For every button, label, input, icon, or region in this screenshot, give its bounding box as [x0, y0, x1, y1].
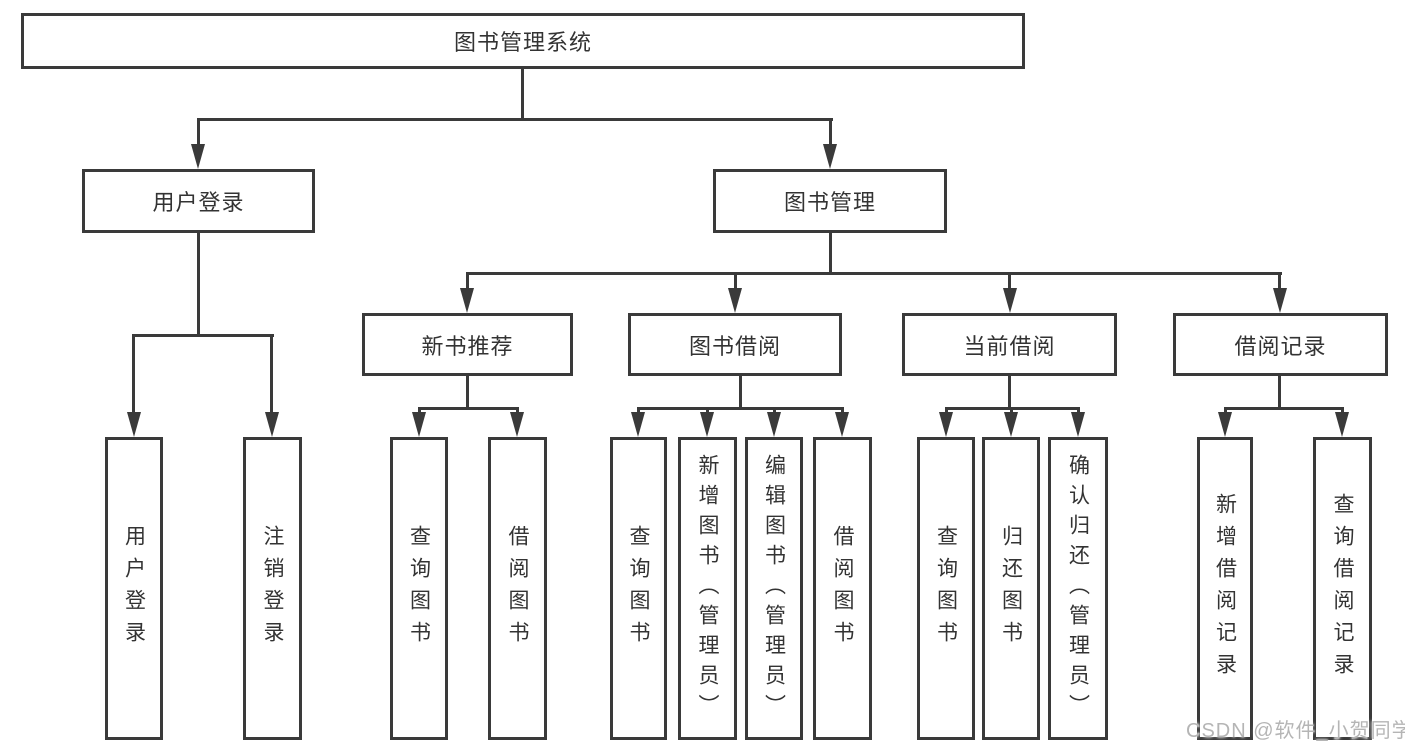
connector-line: [197, 118, 200, 144]
leaf-query-books-borrowing: 查询图书: [610, 437, 667, 740]
connector-arrowhead: [631, 412, 645, 437]
connector-line: [132, 334, 274, 337]
node-book-management: 图书管理: [713, 169, 947, 233]
connector-line: [132, 334, 135, 412]
connector-arrowhead: [1273, 288, 1287, 313]
connector-arrowhead: [767, 412, 781, 437]
connector-line: [637, 407, 844, 410]
connector-arrowhead: [1004, 412, 1018, 437]
node-current-borrowing: 当前借阅: [902, 313, 1117, 376]
connector-line: [466, 272, 1282, 275]
connector-line: [197, 118, 833, 121]
connector-line: [466, 376, 469, 407]
node-book-borrowing: 图书借阅: [628, 313, 842, 376]
leaf-edit-book-admin: 编辑图书（管理员）: [745, 437, 803, 740]
connector-line: [945, 407, 948, 413]
leaf-query-borrow-record: 查询借阅记录: [1313, 437, 1372, 740]
connector-arrowhead: [1003, 288, 1017, 313]
connector-arrowhead: [823, 144, 837, 169]
connector-line: [516, 407, 519, 413]
connector-line: [466, 272, 469, 288]
leaf-query-books-current: 查询图书: [917, 437, 975, 740]
connector-line: [418, 407, 519, 410]
connector-line: [1224, 407, 1227, 413]
connector-arrowhead: [265, 412, 279, 437]
connector-line: [829, 233, 832, 272]
leaf-add-book-admin: 新增图书（管理员）: [678, 437, 737, 740]
connector-line: [829, 118, 832, 144]
node-user-login: 用户登录: [82, 169, 315, 233]
leaf-user-login: 用户登录: [105, 437, 163, 740]
connector-line: [1224, 407, 1344, 410]
connector-arrowhead: [460, 288, 474, 313]
connector-line: [1341, 407, 1344, 413]
connector-arrowhead: [127, 412, 141, 437]
connector-line: [734, 272, 737, 288]
leaf-query-books-recommend: 查询图书: [390, 437, 448, 740]
connector-line: [1077, 407, 1080, 413]
connector-line: [773, 407, 776, 413]
connector-line: [270, 334, 273, 412]
connector-line: [637, 407, 640, 413]
connector-arrowhead: [1218, 412, 1232, 437]
connector-arrowhead: [728, 288, 742, 313]
leaf-return-books: 归还图书: [982, 437, 1040, 740]
connector-line: [197, 233, 200, 334]
connector-arrowhead: [835, 412, 849, 437]
connector-line: [521, 69, 524, 118]
connector-arrowhead: [191, 144, 205, 169]
connector-line: [739, 376, 742, 407]
connector-arrowhead: [1071, 412, 1085, 437]
csdn-watermark: CSDN @软件_小贺同学: [1186, 720, 1405, 742]
leaf-logout: 注销登录: [243, 437, 302, 740]
connector-line: [418, 407, 421, 413]
connector-arrowhead: [700, 412, 714, 437]
connector-line: [841, 407, 844, 413]
connector-line: [706, 407, 709, 413]
node-borrowing-records: 借阅记录: [1173, 313, 1388, 376]
connector-arrowhead: [510, 412, 524, 437]
leaf-borrow-books-recommend: 借阅图书: [488, 437, 547, 740]
connector-line: [1278, 272, 1281, 288]
connector-line: [1010, 407, 1013, 413]
connector-line: [1278, 376, 1281, 407]
node-library-management-system: 图书管理系统: [21, 13, 1025, 69]
connector-arrowhead: [1335, 412, 1349, 437]
leaf-borrow-books-borrowing: 借阅图书: [813, 437, 872, 740]
leaf-confirm-return-admin: 确认归还（管理员）: [1048, 437, 1108, 740]
leaf-add-borrow-record: 新增借阅记录: [1197, 437, 1253, 740]
connector-arrowhead: [412, 412, 426, 437]
connector-line: [1008, 376, 1011, 407]
node-new-book-recommend: 新书推荐: [362, 313, 573, 376]
connector-line: [1008, 272, 1011, 288]
connector-arrowhead: [939, 412, 953, 437]
